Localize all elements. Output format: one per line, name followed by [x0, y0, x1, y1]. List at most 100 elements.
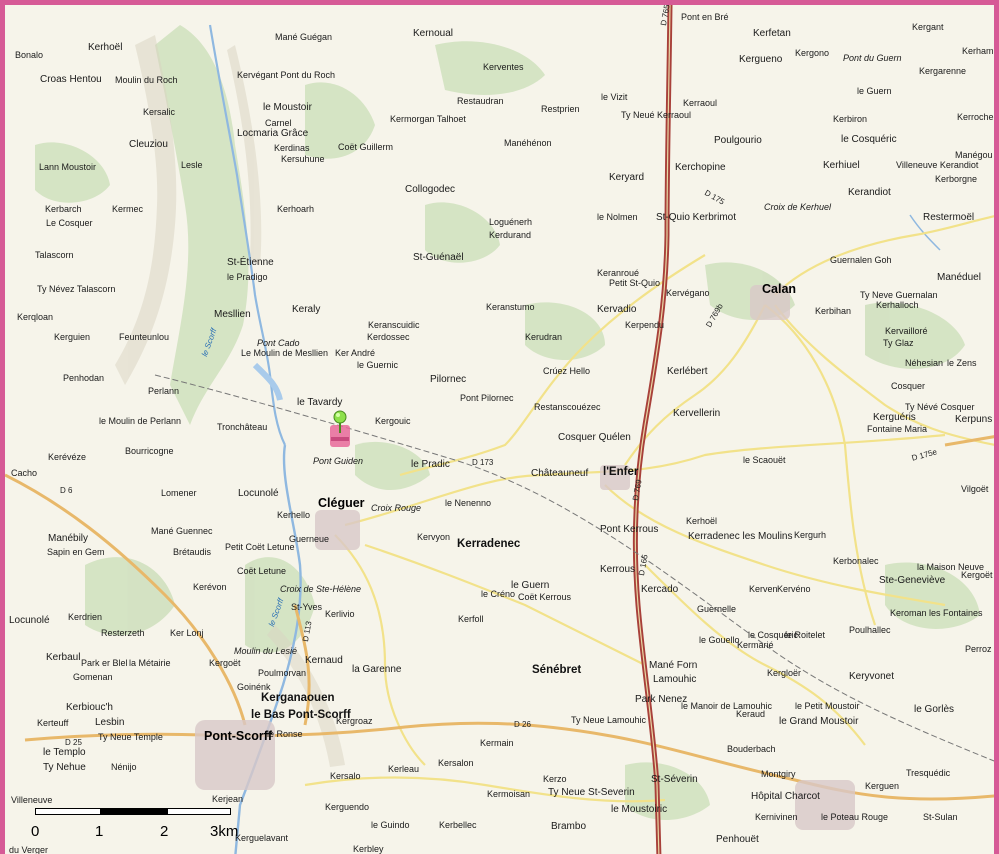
place-label: Kersalo	[330, 771, 361, 781]
pushpin-icon[interactable]	[328, 409, 352, 451]
place-label: Bonalo	[15, 50, 44, 60]
place-label: Kerlébert	[667, 366, 708, 377]
town-label: le Bas Pont-Scorff	[251, 709, 351, 721]
place-label: Kerfoll	[458, 614, 484, 624]
place-label: Bouderbach	[727, 744, 776, 754]
place-label: Moulin du Roch	[115, 75, 178, 85]
place-label: Kerbley	[353, 844, 384, 854]
place-label: Mané Guennec	[151, 526, 213, 536]
town-label: Cléguer	[318, 496, 365, 510]
scale-label: 0	[31, 823, 40, 840]
place-label: Goinénk	[237, 682, 271, 692]
hill-shading	[115, 35, 345, 767]
place-label: Lamouhic	[653, 674, 697, 685]
place-label: Manébily	[48, 533, 89, 544]
place-label: Hôpital Charcot	[751, 791, 820, 802]
place-label: Mané Forn	[649, 660, 698, 671]
place-label: Kernivinen	[755, 812, 798, 822]
place-label: Tronchâteau	[217, 422, 268, 432]
place-label: Mané Guégan	[275, 32, 333, 42]
place-label: Ty Névé Cosquer	[905, 402, 975, 412]
place-label: Manéhénon	[504, 138, 552, 148]
place-label: Pont du Guern	[843, 53, 902, 63]
town-label: Calan	[762, 282, 797, 296]
place-label: Pont Pilornec	[460, 393, 514, 403]
place-label: Kerévon	[193, 582, 227, 592]
place-label: Kerham	[962, 46, 994, 56]
place-label: Ker André	[335, 348, 376, 358]
place-label: le Guern	[857, 86, 892, 96]
place-label: Ty Neue Lamouhic	[571, 715, 647, 725]
place-label: Carnel	[265, 118, 292, 128]
place-label: Ty Neue Temple	[98, 732, 163, 742]
place-label: Kerteuff	[37, 718, 69, 728]
place-label: Loguénerh	[489, 217, 533, 227]
scale-bar: 0 1 2 3km	[27, 805, 247, 845]
place-label: Kermain	[480, 738, 514, 748]
place-label: Manéduel	[937, 272, 981, 283]
place-label: Kerzo	[543, 774, 567, 784]
place-label: Kermoisan	[487, 789, 531, 799]
town-label: Kerradenec	[457, 538, 521, 550]
place-label: Kerdrien	[68, 612, 103, 622]
place-label: Restprien	[541, 104, 580, 114]
place-label: Sapin en Gem	[47, 547, 105, 557]
place-label: Villeneuve	[11, 795, 53, 805]
place-label: Kermarié	[737, 640, 774, 650]
place-label: Manégou	[955, 150, 993, 160]
place-label: Kerhello	[277, 510, 311, 520]
place-label: Cleuziou	[129, 139, 168, 150]
place-label: le Gorlès	[914, 704, 955, 715]
place-label: Pont Guiden	[313, 456, 364, 466]
scale-segment	[101, 808, 167, 815]
place-label: Perlann	[148, 386, 180, 396]
place-label: Kergueno	[739, 54, 783, 65]
place-label: Ty Névez Talascorn	[37, 284, 116, 294]
place-label: Lann Moustoir	[39, 162, 97, 172]
place-label: Kergarenne	[919, 66, 967, 76]
place-label: Pont Cado	[257, 338, 300, 348]
town-label: Sénébret	[532, 664, 582, 676]
place-label: le Nenenno	[445, 498, 492, 508]
place-label: Pont Kerrous	[600, 524, 659, 535]
road-label: D 26	[514, 720, 531, 729]
place-label: Kerbonalec	[833, 556, 879, 566]
place-label: Ty Neué Kerraoul	[621, 110, 692, 120]
place-label: Kerhoël	[88, 42, 123, 53]
place-label: le Zens	[947, 358, 977, 368]
place-label: Kervailloré	[885, 326, 928, 336]
place-label: Penhouët	[716, 834, 759, 845]
place-label: Ste-Geneviève	[879, 575, 946, 586]
place-label: Kergurh	[794, 530, 827, 540]
railway	[154, 374, 994, 762]
place-label: le Ronse	[267, 729, 303, 739]
place-label: Kersalon	[438, 758, 474, 768]
place-label: Cosquer	[891, 381, 926, 391]
place-label: Kerleau	[388, 764, 420, 774]
place-label: Kernoual	[413, 28, 454, 39]
town-label: l'Enfer	[603, 466, 639, 478]
place-label: la Garenne	[352, 664, 402, 675]
place-label: Kervellerin	[673, 408, 721, 419]
place-label: Coët Kerrous	[518, 592, 572, 602]
place-label: Petit St-Quio	[609, 278, 661, 288]
place-label: Keraly	[292, 304, 321, 315]
place-label: Poulhallec	[849, 625, 891, 635]
road-label: D 25	[65, 738, 82, 747]
place-label: la Maison Neuve	[917, 562, 985, 572]
place-label: Penhodan	[63, 373, 105, 383]
place-label: Keryvonet	[849, 671, 895, 682]
road-label: D 6	[60, 486, 73, 495]
place-label: Kerguen	[865, 781, 900, 791]
place-label: le Grand Moustoir	[779, 716, 859, 727]
topographic-map[interactable]	[5, 5, 999, 854]
place-label: Pont en Bré	[681, 12, 729, 22]
place-label: Kerven	[749, 584, 778, 594]
place-label: Ty Nehue	[43, 762, 86, 773]
place-label: le Poteau Rouge	[821, 812, 889, 822]
place-label: Kergoët	[209, 658, 241, 668]
place-label: Montgiry	[761, 769, 796, 779]
place-label: Keranscuidic	[368, 320, 420, 330]
town-areas	[195, 285, 855, 830]
